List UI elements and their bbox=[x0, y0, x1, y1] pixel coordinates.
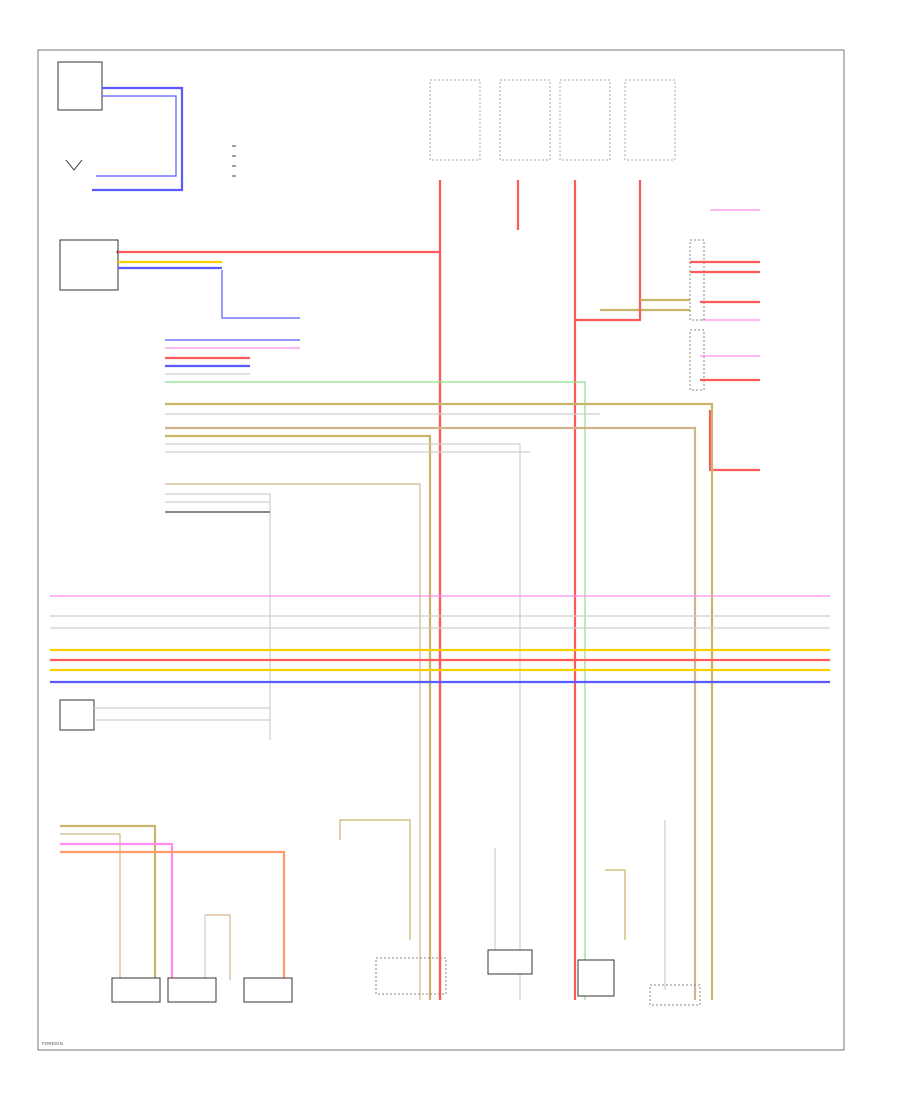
diagram-border bbox=[37, 49, 845, 1051]
bottom-sensors bbox=[60, 824, 293, 1003]
bus-lines bbox=[50, 595, 830, 684]
fuse-group bbox=[429, 79, 676, 161]
page-label: FOREIGN bbox=[42, 1041, 63, 1046]
connector-wires bbox=[165, 339, 714, 1000]
legend bbox=[232, 145, 236, 177]
top-wires bbox=[118, 180, 642, 1000]
lower-left-sensor bbox=[59, 699, 270, 731]
bottom-components bbox=[339, 819, 701, 1006]
top-left-module bbox=[57, 61, 184, 192]
relay-module bbox=[59, 239, 120, 291]
right-relay-cluster bbox=[575, 209, 760, 472]
